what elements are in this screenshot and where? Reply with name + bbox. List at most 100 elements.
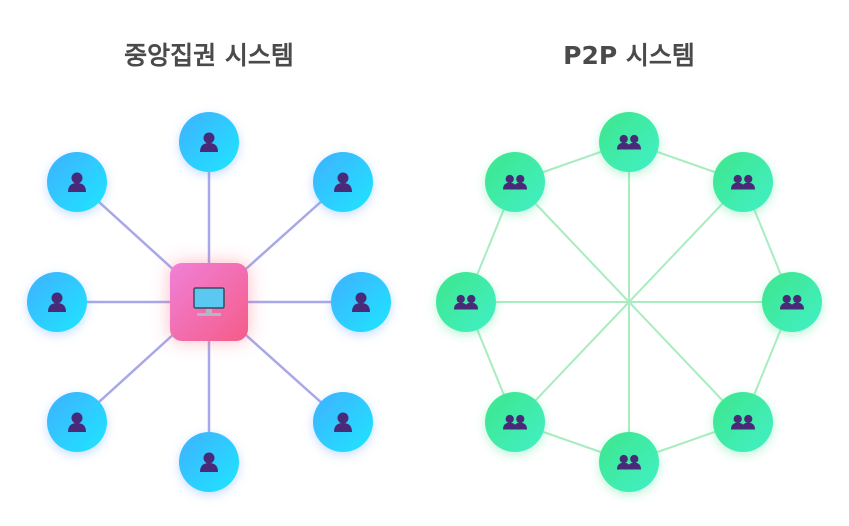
head [619,454,628,464]
centralized-title: 중앙집권 시스템 [124,41,294,70]
body [741,422,755,430]
head [337,172,349,184]
person [731,414,745,430]
user-icon [200,132,218,152]
client-node [313,392,373,452]
head [630,134,639,144]
person [513,174,527,190]
person [780,294,794,310]
body [464,302,478,310]
head [71,412,83,424]
node-circle [485,152,545,212]
head [456,294,465,304]
person [503,414,517,430]
user-icon [68,172,86,192]
person [513,414,527,430]
node-circle [713,392,773,452]
head [782,294,791,304]
monitor-icon [193,287,225,316]
body [334,183,352,192]
head [505,414,514,424]
user-icon [68,412,86,432]
peer-node [436,272,496,332]
node-circle [599,112,659,172]
person [454,294,468,310]
head [71,172,83,184]
body [352,303,370,312]
body [627,462,641,470]
body [200,143,218,152]
body [790,302,804,310]
head [744,174,753,184]
person [627,134,641,150]
person [617,454,631,470]
body [68,183,86,192]
users-icon [617,454,641,470]
user-icon [334,172,352,192]
person [464,294,478,310]
node-circle [713,152,773,212]
client-node [27,272,87,332]
body [627,142,641,150]
body [503,422,517,430]
head [337,412,349,424]
users-icon [617,134,641,150]
node-circle [436,272,496,332]
node-circle [762,272,822,332]
user-icon [334,412,352,432]
p2p-title: P2P 시스템 [563,41,695,70]
person [731,174,745,190]
peer-node [762,272,822,332]
users-icon [780,294,804,310]
head [516,414,525,424]
client-node [179,112,239,172]
body [503,182,517,190]
head [355,292,367,304]
body [334,423,352,432]
head [203,132,215,144]
body [731,182,745,190]
person [503,174,517,190]
peer-node [599,112,659,172]
body [617,142,631,150]
peer-node [713,392,773,452]
person [741,174,755,190]
body [617,462,631,470]
head [619,134,628,144]
base [197,313,221,316]
user-icon [48,292,66,312]
head [516,174,525,184]
screen [193,287,225,309]
head [467,294,476,304]
head [630,454,639,464]
person [617,134,631,150]
head [744,414,753,424]
head [505,174,514,184]
stand [206,309,212,313]
users-icon [503,414,527,430]
head [793,294,802,304]
client-node [179,432,239,492]
body [513,422,527,430]
body [68,423,86,432]
user-icon [200,452,218,472]
body [780,302,794,310]
client-node [47,152,107,212]
person [741,414,755,430]
users-icon [731,174,755,190]
head [733,174,742,184]
client-node [47,392,107,452]
client-node [313,152,373,212]
peer-connection-line [514,181,744,423]
head [203,452,215,464]
head [51,292,63,304]
peer-node [599,432,659,492]
body [48,303,66,312]
head [733,414,742,424]
user-icon [352,292,370,312]
body [741,182,755,190]
peer-node [485,392,545,452]
peer-node [713,152,773,212]
client-node [331,272,391,332]
